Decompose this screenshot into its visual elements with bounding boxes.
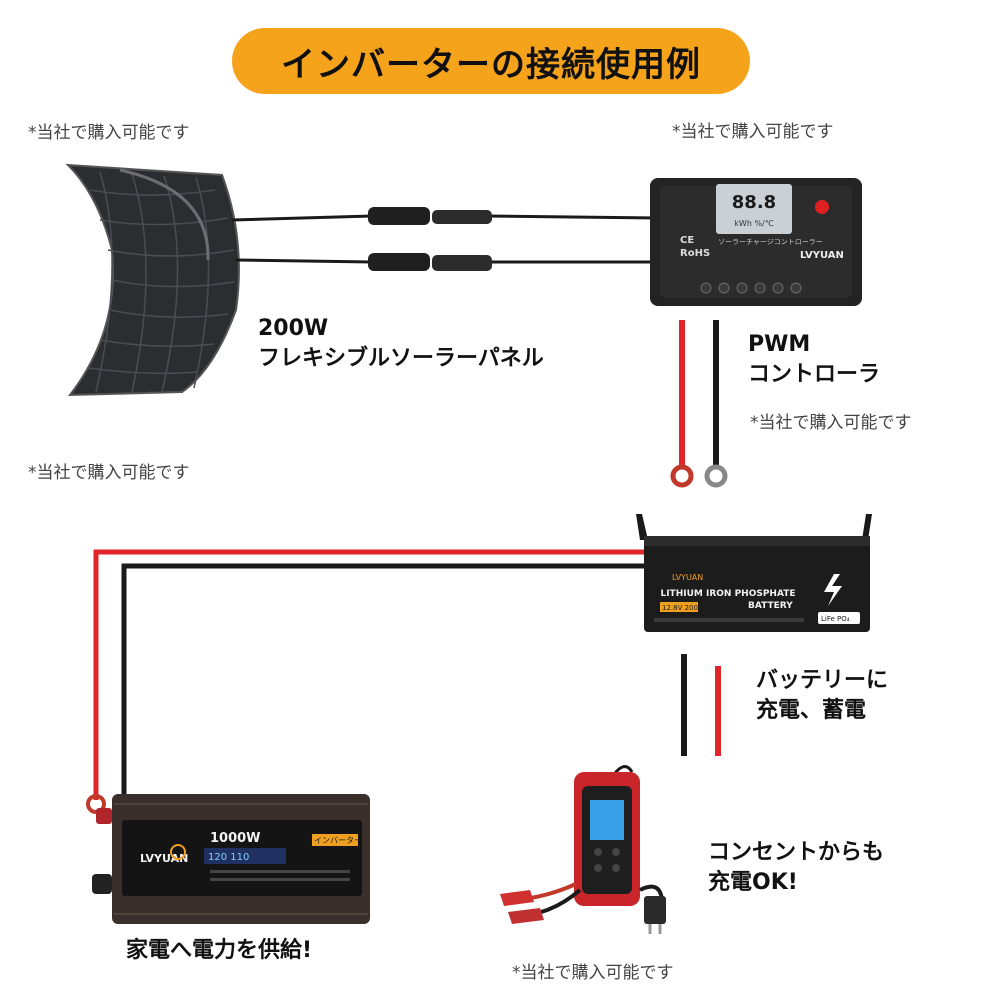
battery-name-line1: LITHIUM IRON PHOSPHATE (660, 589, 795, 599)
controller-units-text: kWh %/℃ (734, 219, 773, 228)
charger-label: コンセントからも 充電OK! (708, 838, 884, 898)
note-solar-panel: *当社で購入可能です (28, 123, 190, 143)
solar-cables (231, 207, 661, 271)
solar-panel-label-line2: フレキシブルソーラーパネル (258, 346, 544, 371)
battery-inverter-wires (86, 549, 644, 814)
note-charger: *当社で購入可能です (512, 963, 674, 983)
controller-battery-leads (670, 320, 728, 488)
controller-small-label: ソーラーチャージコントローラー (718, 238, 823, 246)
inverter-power: 1000W (210, 831, 261, 846)
inverter-image: LVYUAN 1000W 120 110 インバーター (92, 794, 370, 924)
solar-panel-label: 200W フレキシブルソーラーパネル (258, 314, 544, 374)
battery-charger-image (500, 765, 666, 934)
inverter-caption: 家電へ電力を供給! (126, 938, 313, 963)
battery-label: バッテリーに 充電、蓄電 (756, 666, 888, 726)
controller-cert-rohs: RoHS (680, 248, 710, 259)
battery-label-line2: 充電、蓄電 (756, 698, 867, 723)
battery-image: LVYUAN LITHIUM IRON PHOSPHATE BATTERY 12… (636, 514, 872, 632)
inverter-brand: LVYUAN (140, 852, 188, 865)
pwm-controller-image: 88.8 kWh %/℃ CE RoHS ソーラーチャージコントローラー LVY… (650, 178, 862, 306)
controller-label-line1: PWM (748, 332, 811, 357)
charger-label-line2: 充電OK! (708, 870, 798, 895)
controller-display-text: 88.8 (732, 192, 776, 213)
controller-brand: LVYUAN (800, 250, 844, 261)
battery-badge: LiFe PO₄ (821, 615, 850, 623)
charger-label-line1: コンセントからも (708, 840, 885, 865)
battery-charger-leads (681, 654, 721, 756)
page-title: インバーターの接続使用例 (281, 44, 701, 85)
controller-label: PWM コントローラ (748, 330, 880, 390)
battery-name-line2: BATTERY (748, 601, 793, 611)
note-controller: *当社で購入可能です (672, 122, 834, 142)
note-controller-label: *当社で購入可能です (750, 413, 912, 433)
inverter-tag: インバーター (314, 836, 362, 845)
battery-spec: 12.8V 200Ah (662, 604, 707, 612)
title-banner: インバーターの接続使用例 (232, 28, 750, 94)
controller-label-line2: コントローラ (748, 362, 881, 387)
inverter-display: 120 110 (208, 852, 249, 863)
solar-panel-label-line1: 200W (258, 316, 329, 341)
note-battery-side: *当社で購入可能です (28, 463, 190, 483)
solar-panel-image (65, 163, 240, 397)
controller-cert-ce: CE (680, 235, 694, 246)
battery-brand: LVYUAN (672, 573, 703, 582)
battery-label-line1: バッテリーに (756, 668, 889, 693)
